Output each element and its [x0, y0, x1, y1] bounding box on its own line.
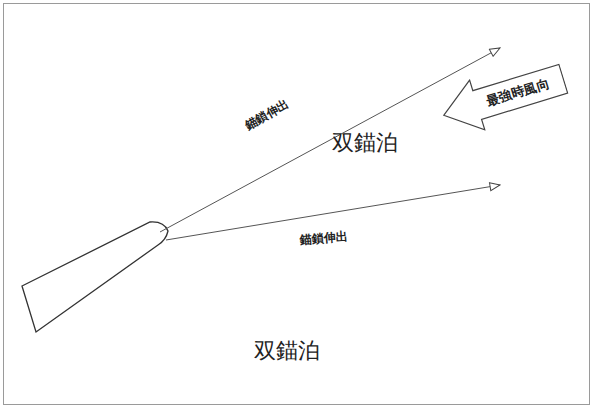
chain-label: 錨鎖伸出	[242, 96, 292, 134]
anchor-chain-line	[160, 48, 500, 232]
center-title: 双錨泊	[332, 128, 398, 158]
ship-hull	[22, 222, 168, 332]
frame-border	[4, 4, 590, 405]
wind-arrow: 最強時風向	[434, 53, 571, 142]
caption: 双錨泊	[254, 336, 320, 366]
chain-label: 錨鎖伸出	[299, 229, 348, 249]
